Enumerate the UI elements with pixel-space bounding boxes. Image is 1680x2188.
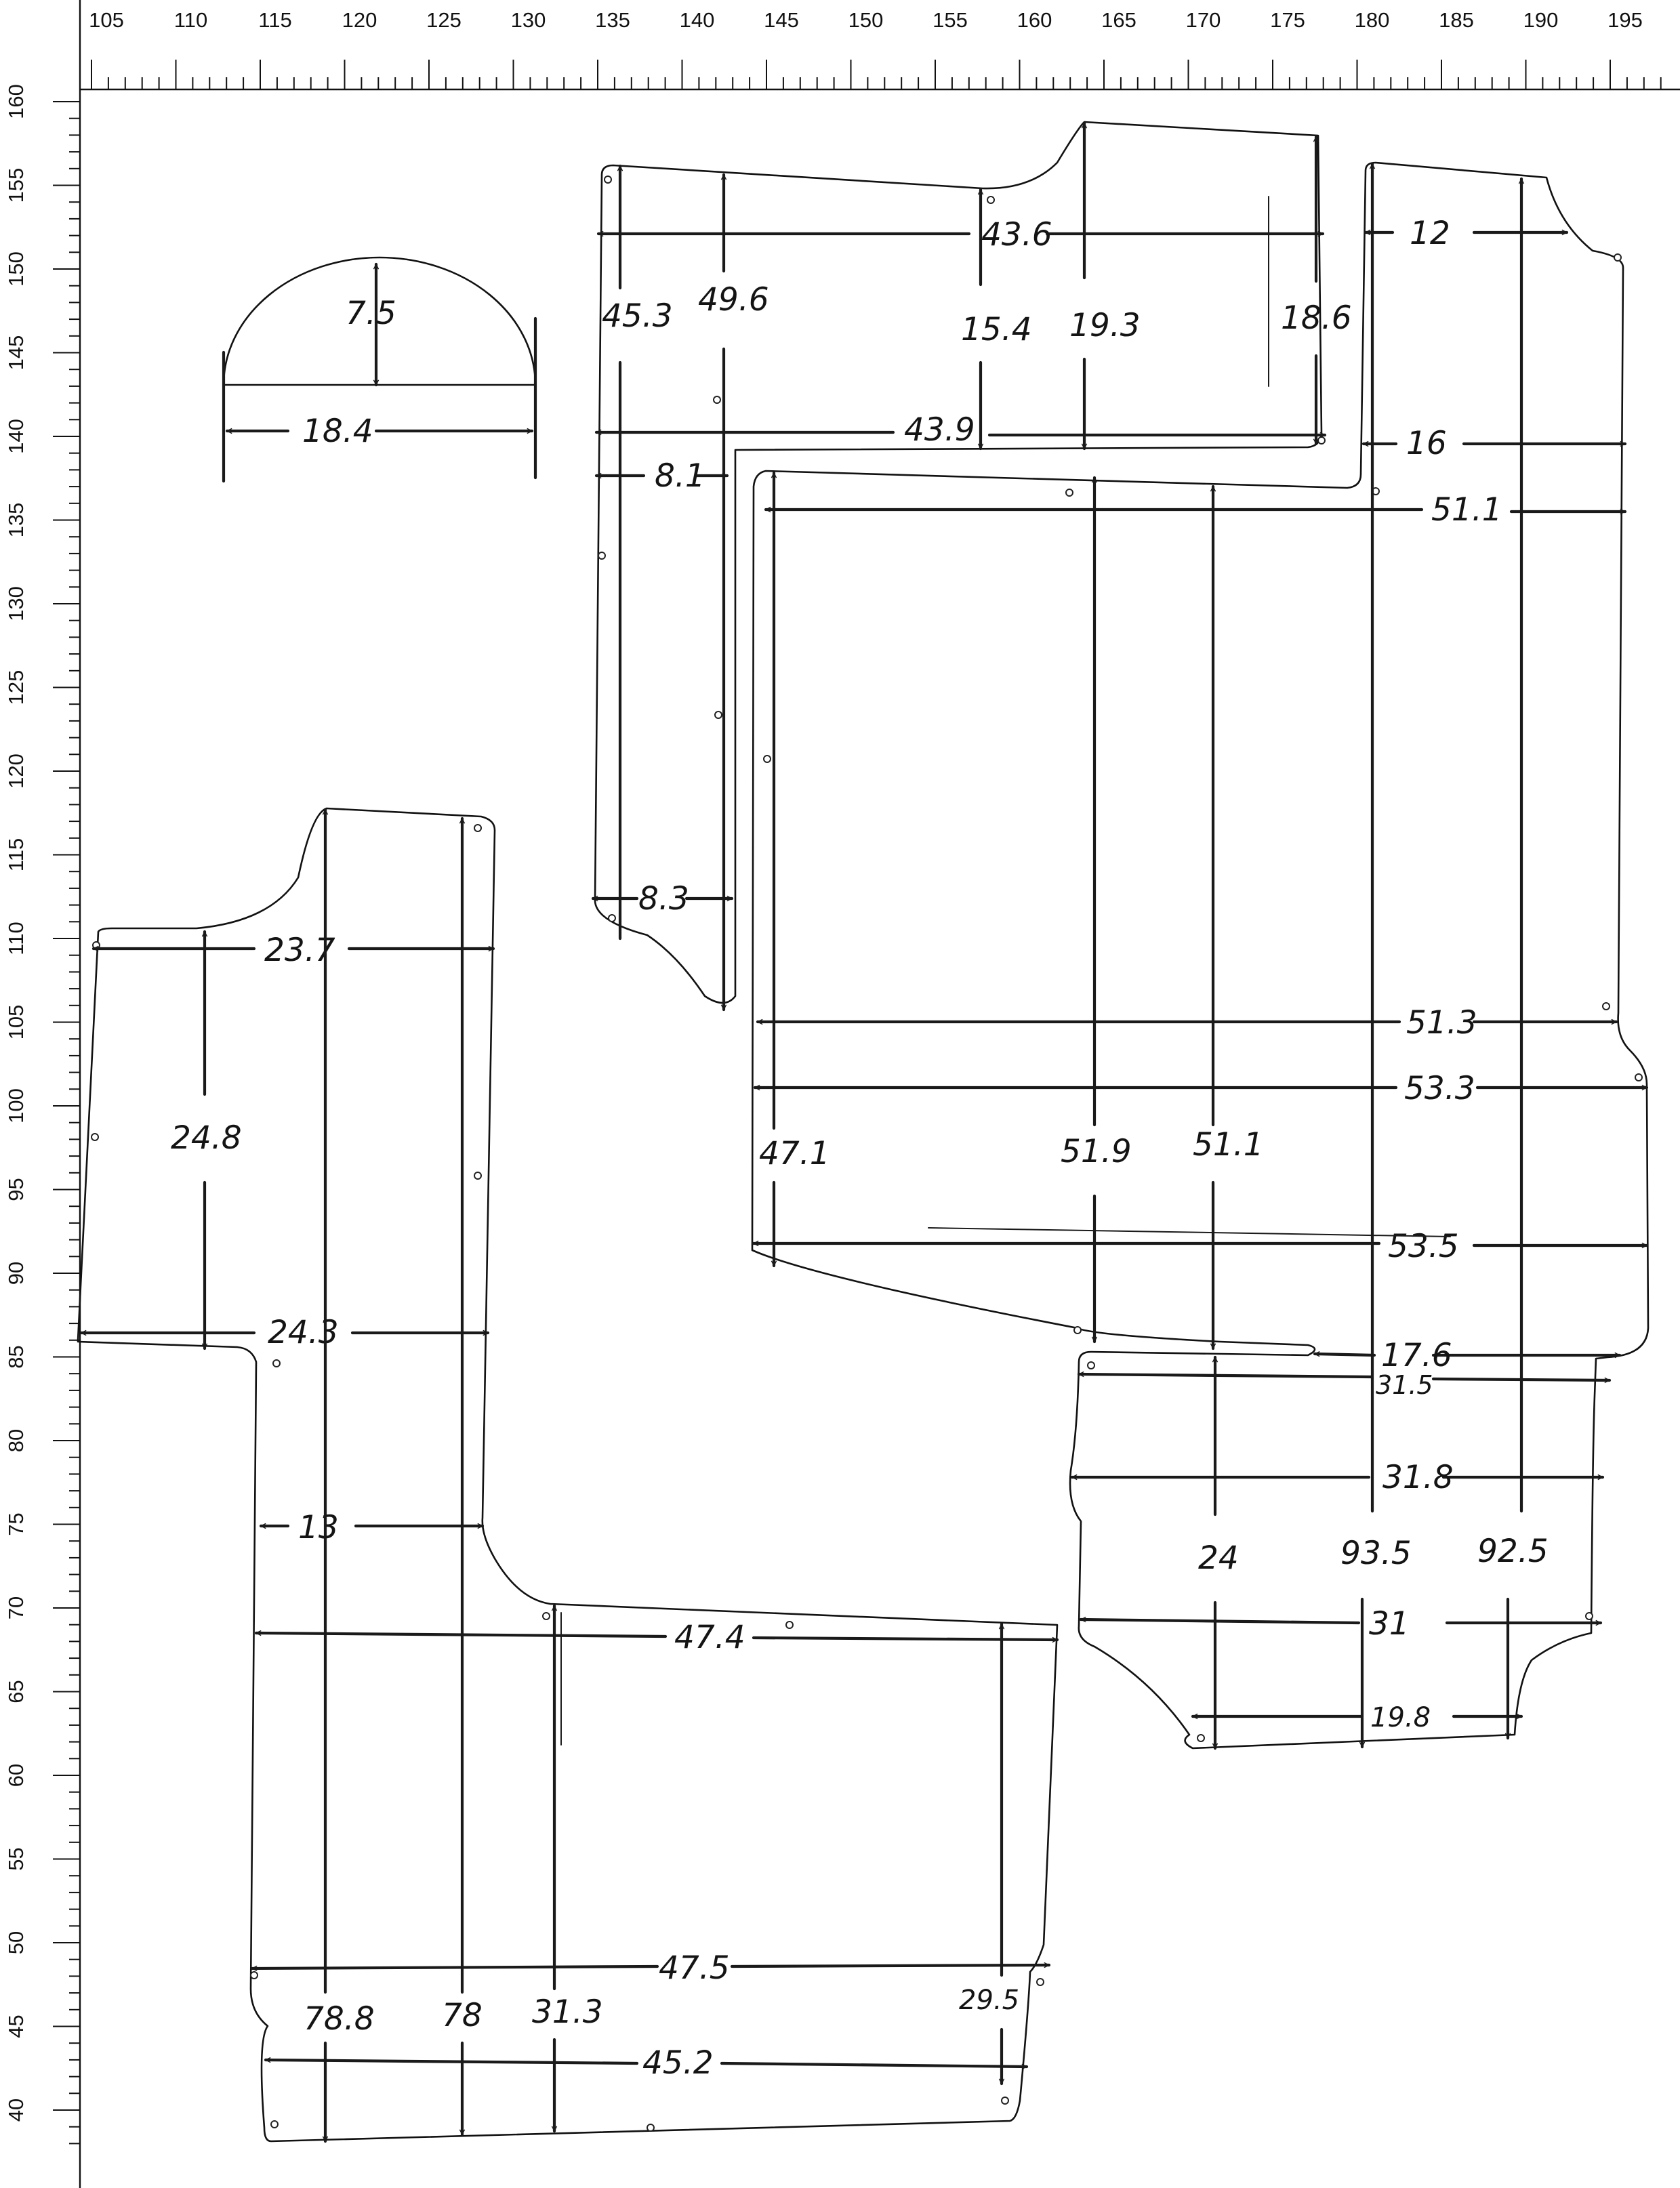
dim-tl-width-bottom: 43.9 [904, 411, 975, 449]
left-ruler-number: 60 [4, 1764, 28, 1787]
top-ruler-number: 115 [258, 8, 291, 32]
top-ruler-number: 175 [1270, 8, 1305, 32]
dim-r-51-9: 51.9 [1061, 1133, 1132, 1170]
dim-l-24-8: 24.8 [171, 1119, 242, 1157]
dim-tl-h3: 15.4 [961, 311, 1032, 348]
dim-tl-strip-bottom: 8.3 [638, 880, 689, 917]
left-ruler-number: 85 [4, 1345, 28, 1368]
left-ruler-number: 130 [4, 586, 28, 621]
top-ruler-number: 170 [1186, 8, 1221, 32]
left-ruler-number: 125 [4, 670, 28, 705]
left-ruler-number: 155 [4, 168, 28, 203]
dim-r-24: 24 [1198, 1540, 1239, 1577]
left-ruler-number: 115 [4, 838, 28, 871]
left-ruler-number: 160 [4, 84, 28, 119]
top-ruler-numbers: 105 110 115 120 125 130 135 140 145 150 155 160 165 1… [89, 8, 1643, 32]
dim-r-19-8: 19.8 [1370, 1702, 1431, 1733]
dim-l-13: 13 [298, 1509, 339, 1546]
dim-l-24-3: 24.3 [268, 1314, 339, 1351]
left-ruler-number: 95 [4, 1178, 28, 1201]
top-ruler-ticks [91, 60, 1662, 89]
left-ruler-number: 105 [4, 1005, 28, 1040]
dim-l-47-4: 47.4 [674, 1619, 745, 1656]
top-ruler-number: 140 [680, 8, 715, 32]
top-left-piece: 43.6 43.9 8.1 8.3 45.3 49.6 15.4 19.3 18… [591, 121, 1352, 1012]
top-ruler-number: 155 [933, 8, 968, 32]
dim-l-23-7: 23.7 [264, 932, 335, 969]
dim-r-53-5: 53.5 [1388, 1228, 1459, 1265]
dim-l-78-8: 78.8 [304, 2000, 375, 2038]
top-ruler-number: 110 [174, 8, 207, 32]
left-ruler-number: 50 [4, 1931, 28, 1954]
left-ruler-number: 145 [4, 335, 28, 371]
dim-r-51-1-top: 51.1 [1431, 491, 1502, 529]
left-ruler-number: 110 [4, 922, 28, 955]
dim-r-51-3: 51.3 [1406, 1004, 1477, 1041]
top-ruler-number: 150 [848, 8, 884, 32]
dim-tl-strip-top: 8.1 [655, 457, 705, 495]
top-ruler-number: 185 [1439, 8, 1474, 32]
left-ruler-number: 65 [4, 1680, 28, 1703]
left-ruler-number: 45 [4, 2015, 28, 2038]
left-ruler-number: 80 [4, 1429, 28, 1452]
dim-r-31-8: 31.8 [1382, 1459, 1454, 1496]
left-ruler-number: 70 [4, 1596, 28, 1619]
dim-l-29-5: 29.5 [959, 1985, 1019, 2016]
dim-l-45-2: 45.2 [642, 2044, 714, 2082]
dim-tl-width-top: 43.6 [981, 216, 1052, 253]
dim-tl-h1: 45.3 [602, 297, 673, 335]
semicircle-piece: 7.5 18.4 [222, 256, 537, 483]
dim-r-17-6: 17.6 [1381, 1337, 1452, 1374]
top-ruler-number: 180 [1355, 8, 1390, 32]
dim-tl-h5: 18.6 [1281, 300, 1352, 337]
left-ruler-number: 140 [4, 419, 28, 454]
dim-r-93-5: 93.5 [1340, 1535, 1412, 1572]
left-ruler-number: 100 [4, 1088, 28, 1123]
left-ruler-number: 75 [4, 1512, 28, 1535]
dim-r-16: 16 [1406, 425, 1447, 462]
dim-r-31: 31 [1369, 1605, 1410, 1643]
dim-semi-width: 18.4 [302, 413, 373, 450]
left-ruler-number: 150 [4, 251, 28, 287]
dim-l-31-3: 31.3 [532, 1994, 603, 2031]
dim-r-31-5: 31.5 [1376, 1370, 1433, 1400]
dim-r-47-1: 47.1 [759, 1135, 830, 1172]
top-ruler-number: 195 [1607, 8, 1643, 32]
right-main-piece: 12 16 51.1 51.3 53.3 53.5 17.6 31.5 31.8… [751, 161, 1650, 1750]
top-ruler-number: 160 [1017, 8, 1052, 32]
top-ruler-number: 120 [342, 8, 377, 32]
dim-r-53-3: 53.3 [1404, 1070, 1475, 1107]
left-ruler-numbers: 160 155 150 145 140 135 130 125 120 115 110 105 100 9… [4, 84, 28, 2122]
top-ruler-number: 130 [511, 8, 546, 32]
dim-r-12: 12 [1410, 215, 1450, 252]
dim-r-51-1-mid: 51.1 [1193, 1126, 1264, 1163]
top-ruler-number: 135 [595, 8, 630, 32]
left-main-piece: 23.7 24.3 13 47.4 47.5 45.2 24.8 78.8 78… [77, 807, 1059, 2143]
left-ruler-number: 55 [4, 1847, 28, 1870]
ruler-frame [79, 0, 1680, 2188]
top-ruler-number: 125 [426, 8, 462, 32]
dim-r-92-5: 92.5 [1477, 1533, 1549, 1570]
left-ruler-number: 90 [4, 1262, 28, 1285]
dim-l-47-5: 47.5 [659, 1949, 730, 1987]
dim-l-78: 78 [442, 1997, 483, 2034]
dim-tl-h4: 19.3 [1069, 307, 1141, 344]
dim-semi-height: 7.5 [346, 295, 396, 332]
top-ruler-number: 145 [764, 8, 799, 32]
left-ruler-number: 135 [4, 503, 28, 538]
left-ruler-ticks [53, 101, 80, 2145]
top-ruler-number: 165 [1101, 8, 1136, 32]
top-ruler-number: 105 [89, 8, 124, 32]
top-ruler-number: 190 [1523, 8, 1559, 32]
dim-tl-h2: 49.6 [698, 281, 769, 318]
left-ruler-number: 120 [4, 754, 28, 789]
left-ruler-number: 40 [4, 2099, 28, 2122]
